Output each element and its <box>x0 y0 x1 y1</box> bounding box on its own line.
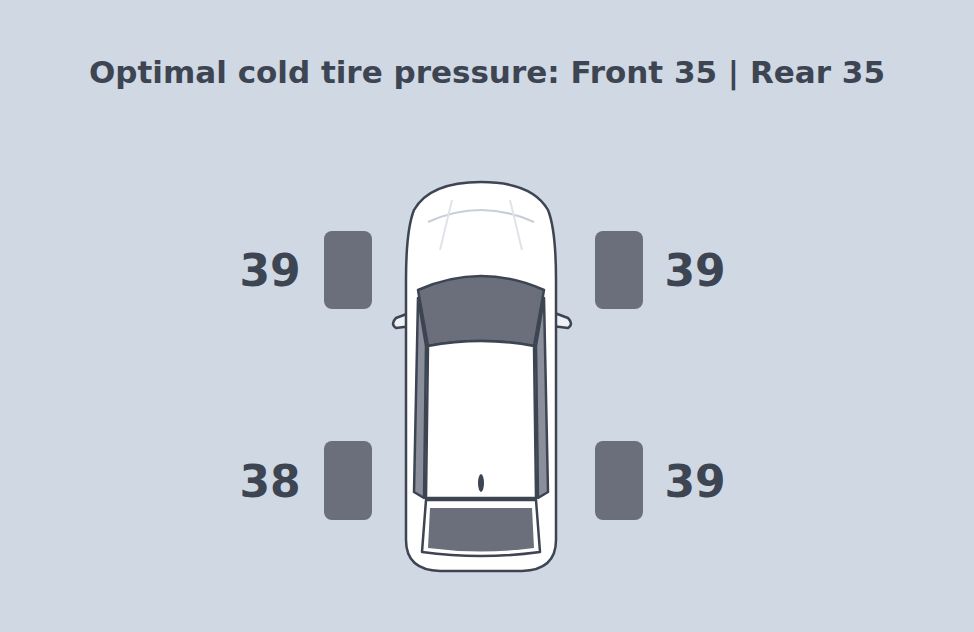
pressure-value: 39 <box>664 245 725 296</box>
title: Optimal cold tire pressure: Front 35 | R… <box>0 54 974 90</box>
pressure-value: 39 <box>664 456 725 507</box>
pressure-value: 38 <box>239 456 300 507</box>
pressure-value: 39 <box>239 245 300 296</box>
